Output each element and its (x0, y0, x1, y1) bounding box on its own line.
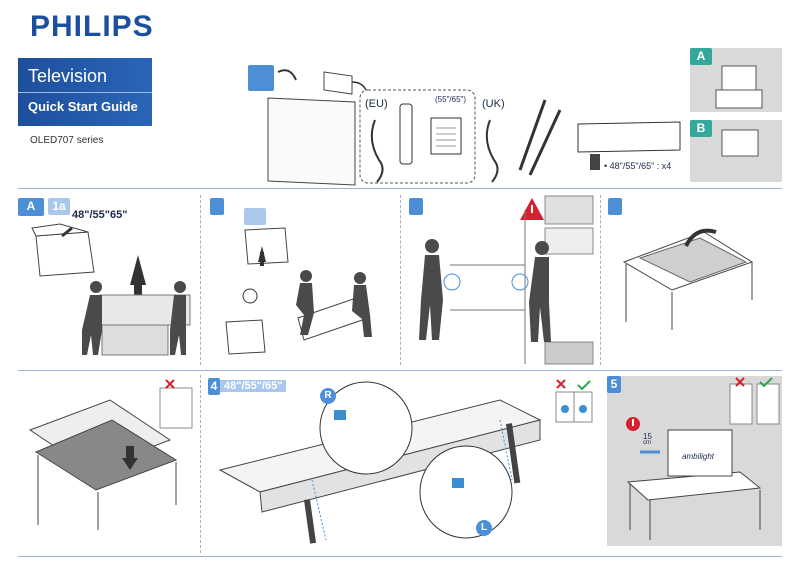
step-5-badge: 5 (607, 376, 621, 393)
distance-value: 15 (643, 432, 652, 441)
step-a-badge: A (18, 198, 44, 216)
distance-unit: cm (643, 440, 651, 446)
sizes-label-1: 48"/55"65" (72, 209, 128, 221)
footer-divider (18, 556, 782, 557)
title-divider (18, 92, 152, 93)
col-divider-3 (600, 195, 602, 365)
open-box-icon (248, 65, 274, 91)
philips-logo: PHILIPS (30, 10, 154, 43)
step-badge-4 (608, 198, 622, 215)
product-title: Television (28, 66, 108, 86)
uk-label: (UK) (482, 98, 505, 110)
sizes-small-label: (55"/65") (435, 95, 467, 104)
col-divider-4 (200, 375, 202, 553)
ambilight-logo: ambilight (682, 452, 715, 461)
model-series: OLED707 series (30, 135, 104, 146)
sizes-label-4: 48"/55"/65" (220, 380, 287, 392)
col-divider-1 (200, 195, 202, 365)
right-marker: R (320, 388, 336, 404)
row2-divider (18, 370, 782, 371)
step-badge-2 (210, 198, 224, 215)
eu-label: (EU) (365, 98, 388, 110)
step-4-badge: 4 (208, 378, 220, 395)
screws-note: • 48"/55"/65" : x4 (604, 161, 672, 171)
row1-divider (18, 188, 782, 189)
left-marker: L (476, 520, 492, 536)
option-a-badge: A (690, 48, 712, 65)
guide-title: Quick Start Guide (28, 99, 138, 114)
step-badge-3 (409, 198, 423, 215)
col-divider-2 (400, 195, 402, 365)
step-1a-badge: 1a (48, 198, 70, 215)
step-badge-2-sub (244, 208, 266, 225)
option-b-badge: B (690, 120, 712, 137)
